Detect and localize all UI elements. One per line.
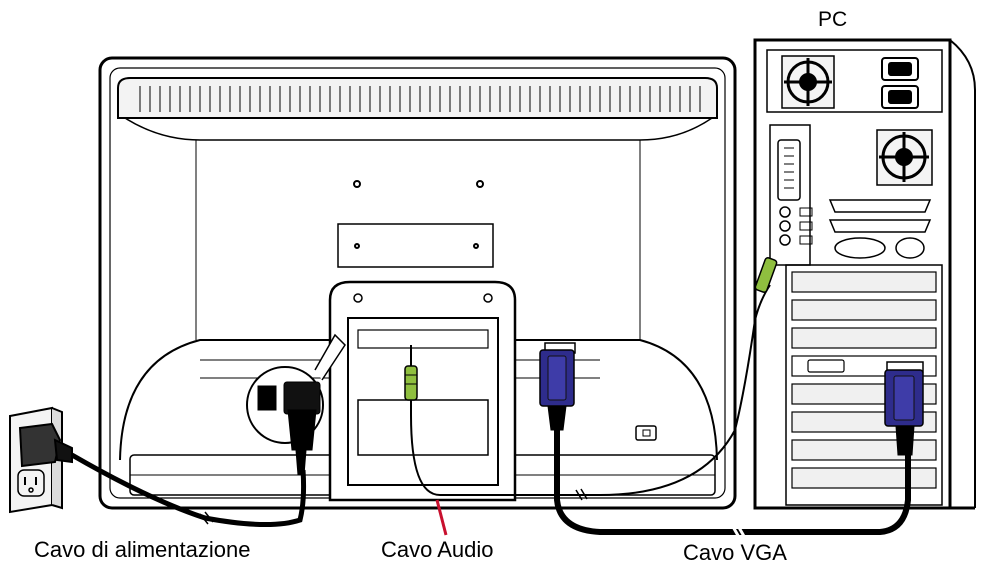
audio-leader-line bbox=[435, 499, 448, 536]
audio-cable-label: Cavo Audio bbox=[381, 537, 494, 562]
audio-cable bbox=[404, 257, 778, 501]
vga-cable-label: Cavo VGA bbox=[683, 540, 787, 565]
fan-grille-icon bbox=[781, 55, 835, 109]
fan-grille-icon bbox=[876, 129, 933, 186]
monitor-stand bbox=[328, 280, 517, 502]
pc-tower bbox=[753, 38, 976, 510]
pc-label: PC bbox=[818, 8, 848, 31]
wall-outlet-icon bbox=[9, 406, 73, 514]
power-cable bbox=[70, 333, 346, 527]
power-cable-label: Cavo di alimentazione bbox=[34, 537, 251, 562]
vga-cable bbox=[539, 342, 924, 540]
